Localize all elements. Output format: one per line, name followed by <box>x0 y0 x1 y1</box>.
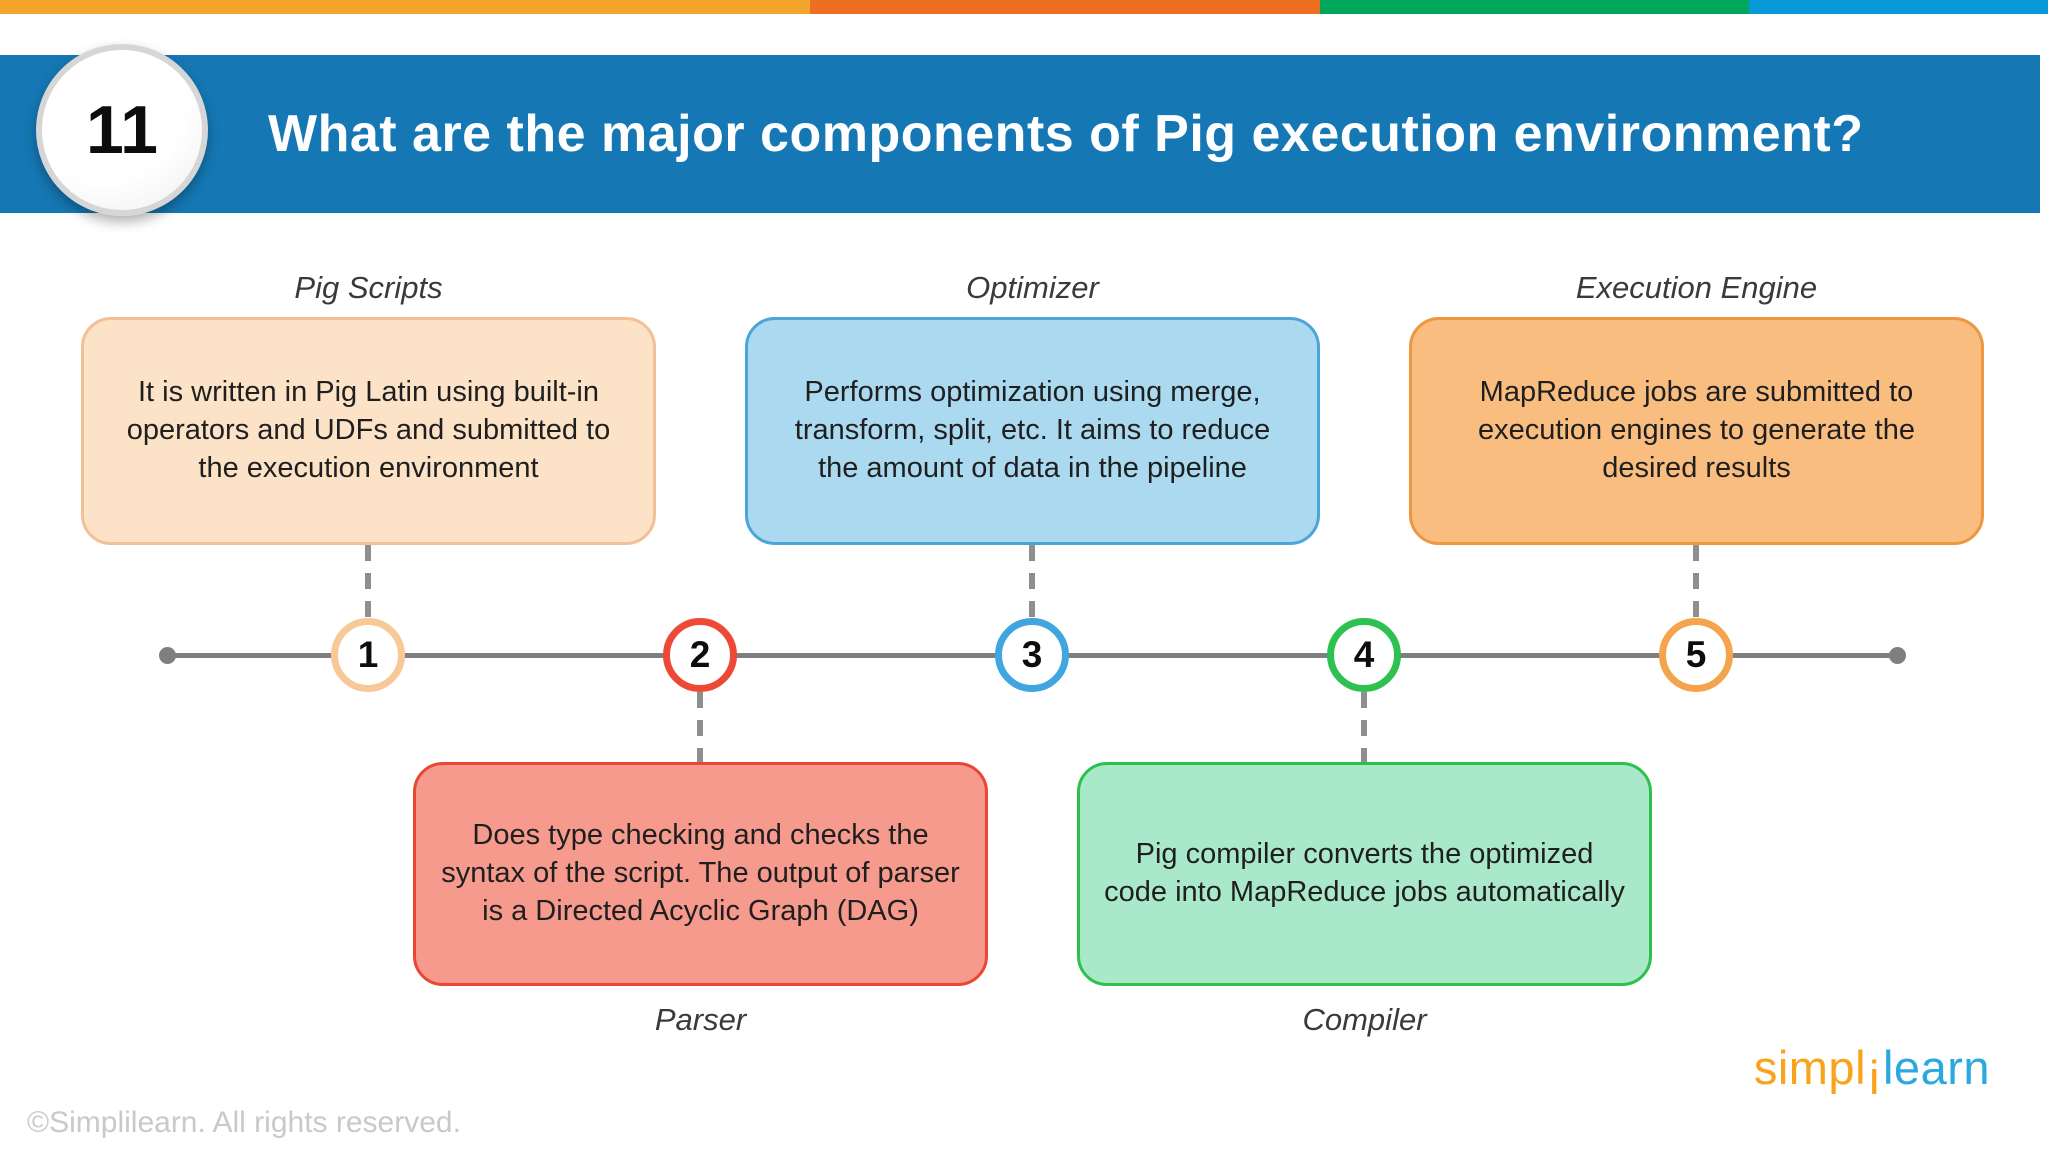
brand-stripe-blue <box>1749 0 2048 14</box>
description-box-parser: Does type checking and checks the syntax… <box>413 762 988 986</box>
timeline-step-5: 5 <box>1659 618 1733 692</box>
connector-execution-engine <box>1693 545 1699 618</box>
node-label-compiler: Compiler <box>1302 1002 1427 1037</box>
description-box-pig-scripts: It is written in Pig Latin using built-i… <box>81 317 656 545</box>
connector-compiler <box>1361 692 1367 762</box>
connector-pig-scripts <box>365 545 371 618</box>
timeline-step-3: 3 <box>995 618 1069 692</box>
logo-learn: learn <box>1882 1041 1990 1094</box>
timeline-step-2: 2 <box>663 618 737 692</box>
node-label-parser: Parser <box>654 1002 747 1037</box>
brand-stripe-orange <box>810 0 1320 14</box>
question-number-badge: 11 <box>36 44 208 216</box>
description-box-execution-engine: MapReduce jobs are submitted to executio… <box>1409 317 1984 545</box>
connector-optimizer <box>1029 545 1035 618</box>
description-text: Performs optimization using merge, trans… <box>794 376 1271 484</box>
brand-stripe-green <box>1320 0 1749 14</box>
timeline-endpoint-right <box>1889 647 1906 664</box>
page-title: What are the major components of Pig exe… <box>268 105 1864 163</box>
header-band <box>0 55 2040 213</box>
node-label-pig-scripts: Pig Scripts <box>294 270 443 305</box>
description-text: It is written in Pig Latin using built-i… <box>126 376 611 484</box>
brand-stripe-amber <box>0 0 810 14</box>
logo-simpl: simpl <box>1753 1041 1867 1094</box>
timeline-step-4: 4 <box>1327 618 1401 692</box>
brand-stripes <box>0 0 2048 14</box>
logo-dotted-i: i <box>1869 1051 1880 1104</box>
description-box-optimizer: Performs optimization using merge, trans… <box>745 317 1320 545</box>
simplilearn-logo: simplilearn <box>1753 1040 1990 1104</box>
description-text: Pig compiler converts the optimized code… <box>1104 838 1625 908</box>
description-box-compiler: Pig compiler converts the optimized code… <box>1077 762 1652 986</box>
connector-parser <box>697 692 703 762</box>
copyright-text: ©Simplilearn. All rights reserved. <box>27 1106 461 1139</box>
timeline-step-1: 1 <box>331 618 405 692</box>
description-text: MapReduce jobs are submitted to executio… <box>1478 376 1915 484</box>
node-label-optimizer: Optimizer <box>966 270 1099 305</box>
description-text: Does type checking and checks the syntax… <box>441 819 960 927</box>
node-label-execution-engine: Execution Engine <box>1575 270 1818 305</box>
timeline-endpoint-left <box>159 647 176 664</box>
